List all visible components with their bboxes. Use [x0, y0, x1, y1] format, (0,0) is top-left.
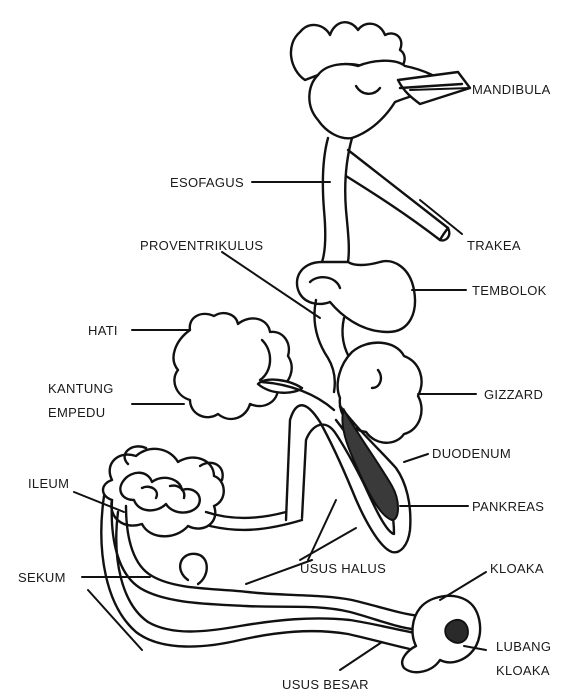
trachea-upper-wall [348, 150, 448, 228]
label-ileum: ILEUM [28, 475, 69, 492]
label-usus-besar: USUS BESAR [282, 676, 369, 693]
label-lubang: LUBANG [496, 638, 551, 655]
label-proventrikulus: PROVENTRIKULUS [140, 237, 263, 254]
label-empedu: EMPEDU [48, 404, 105, 421]
label-esofagus: ESOFAGUS [170, 174, 244, 191]
label-duodenum: DUODENUM [432, 445, 511, 462]
label-lubang-kloaka: KLOAKA [496, 662, 550, 679]
label-sekum: SEKUM [18, 569, 66, 586]
proventriculus-left [315, 300, 335, 392]
label-tembolok: TEMBOLOK [472, 282, 547, 299]
esophagus-right-wall [345, 138, 352, 262]
cloaca-opening [445, 620, 468, 643]
trachea-end [440, 228, 449, 240]
label-gizzard: GIZZARD [484, 386, 543, 403]
bird-head [291, 22, 470, 138]
label-pankreas: PANKREAS [472, 498, 544, 515]
label-hati: HATI [88, 322, 118, 339]
label-kantung: KANTUNG [48, 380, 114, 397]
label-usus-halus: USUS HALUS [300, 560, 386, 577]
esophagus-left-wall [322, 138, 328, 262]
liver [174, 313, 292, 419]
small-intestine-coils [103, 446, 302, 536]
label-mandibula: MANDIBULA [472, 81, 551, 98]
cecum-loop [180, 554, 207, 584]
label-kloaka: KLOAKA [490, 560, 544, 577]
label-trakea: TRAKEA [467, 237, 521, 254]
